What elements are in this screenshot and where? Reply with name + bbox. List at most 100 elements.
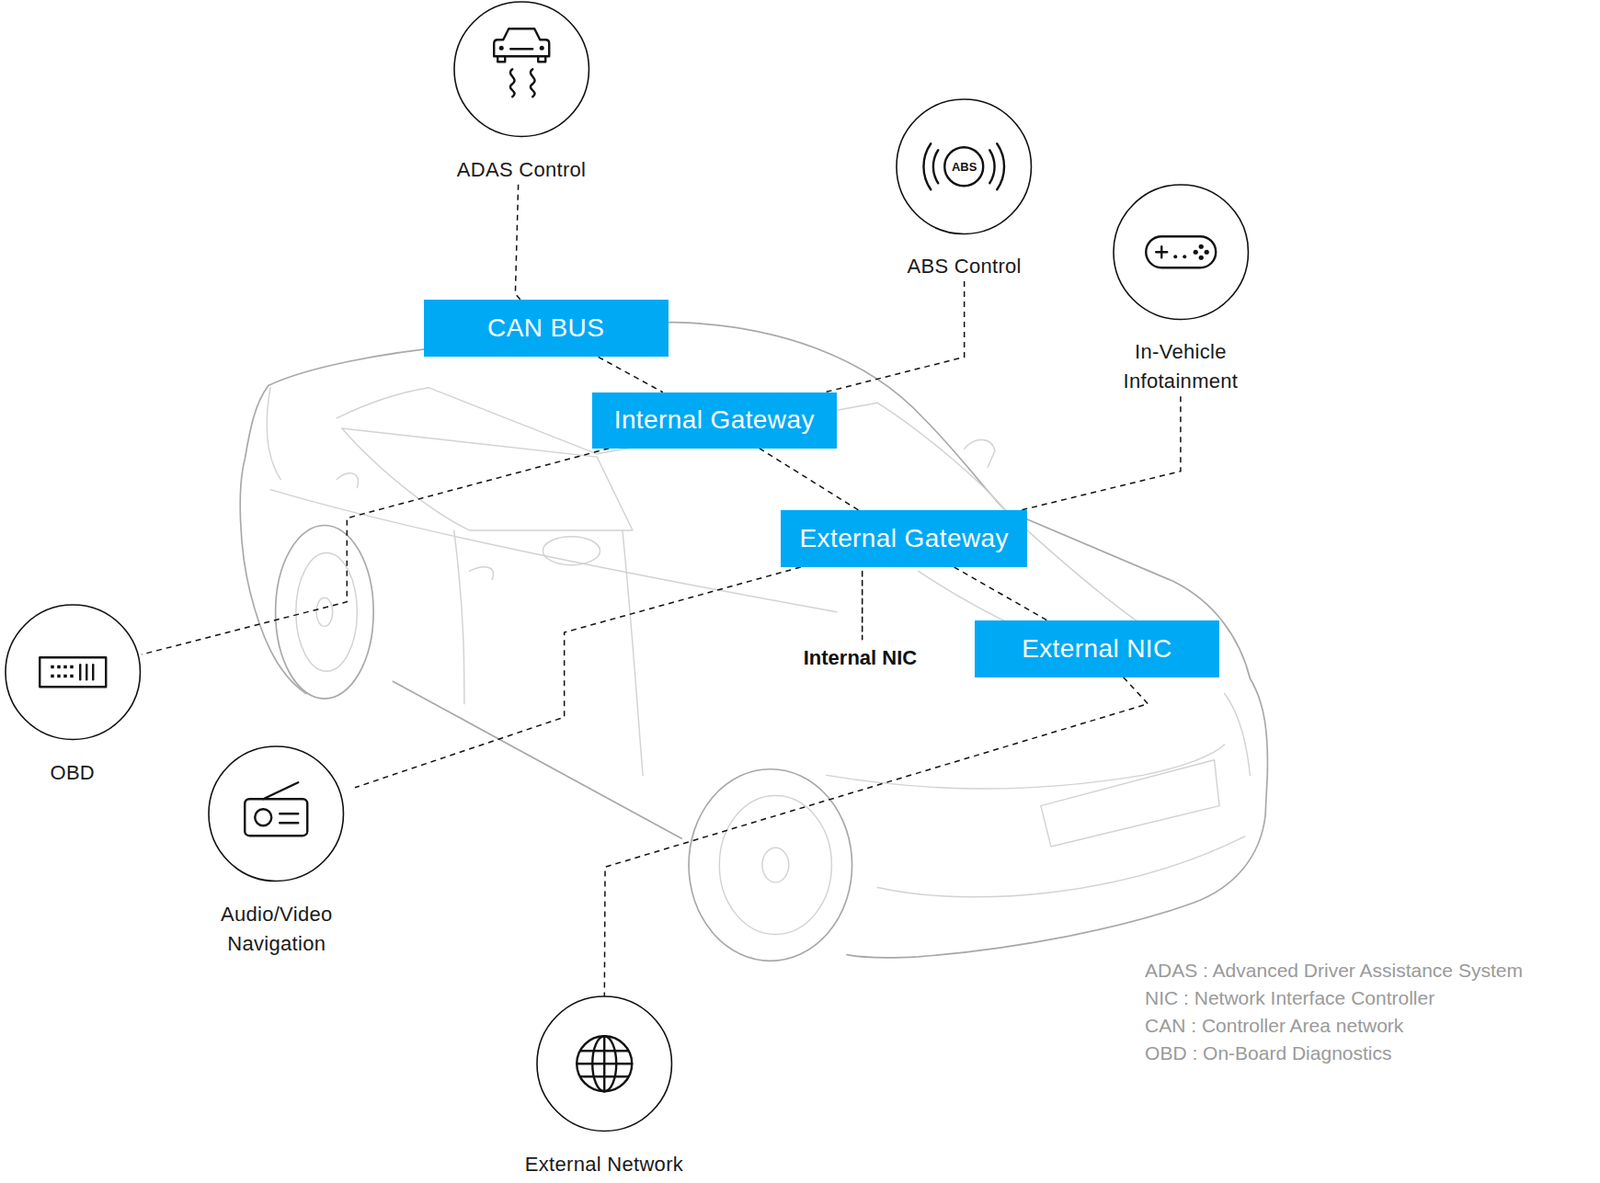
dashed-connector xyxy=(354,567,801,789)
icon-stroke xyxy=(263,783,299,800)
icon-group xyxy=(208,746,343,881)
label-block: ADAS Control xyxy=(457,155,587,185)
icon-dot xyxy=(63,674,68,679)
icon-dot xyxy=(1203,249,1209,254)
car-outline xyxy=(877,836,1245,898)
icon-group xyxy=(1113,184,1248,320)
car-outline xyxy=(964,440,995,469)
icon-dot xyxy=(69,665,74,670)
node-label: Audio/Video Navigation xyxy=(200,900,354,960)
car-outline xyxy=(1040,760,1220,847)
node-circle xyxy=(454,1,589,137)
car-outline xyxy=(622,530,643,776)
car-outline xyxy=(336,473,358,489)
icon-circle-node: OBD xyxy=(3,605,142,788)
car-outline xyxy=(877,402,1006,511)
car-outline xyxy=(336,388,597,455)
icon-stroke xyxy=(945,147,984,186)
icon-stroke xyxy=(91,664,94,680)
icon-stroke xyxy=(85,664,88,680)
car-outline xyxy=(240,322,1268,962)
legend-text: CAN : Controller Area network xyxy=(1144,1015,1404,1038)
car-outline xyxy=(1224,694,1251,777)
icon-group xyxy=(454,1,589,137)
circle-outline xyxy=(452,0,591,138)
legend-text: ADAS : Advanced Driver Assistance System xyxy=(1144,960,1523,983)
dashed-connector xyxy=(598,356,663,392)
gateway-box: External Gateway xyxy=(780,510,1027,568)
car-outline xyxy=(342,428,633,531)
legend-text: OBD : On-Board Diagnostics xyxy=(1144,1042,1392,1065)
label-block: Audio/Video Navigation xyxy=(200,900,354,960)
icon-stroke xyxy=(530,68,536,97)
leader-line xyxy=(861,571,864,640)
car-outline xyxy=(316,597,333,627)
icon-dot xyxy=(1182,254,1187,259)
dashed-connector xyxy=(141,448,609,655)
car-outline xyxy=(275,525,375,699)
icon-stroke xyxy=(255,810,273,827)
car-outline xyxy=(542,537,600,566)
icon-stroke xyxy=(1155,246,1167,258)
label-block: ABS Control xyxy=(906,251,1021,282)
node-circle xyxy=(537,996,672,1132)
car-outline xyxy=(240,385,307,694)
icon-dot xyxy=(63,665,68,670)
dashed-connector xyxy=(1021,396,1181,511)
dashed-connector xyxy=(954,567,1048,621)
box-label: Internal Gateway xyxy=(614,404,815,436)
icon-dot xyxy=(50,665,55,670)
icon-stroke xyxy=(1145,236,1216,268)
car-outline xyxy=(688,769,853,962)
circle-outline xyxy=(535,994,674,1133)
icon-dot xyxy=(1192,249,1198,254)
car-outline xyxy=(762,847,789,883)
box-label: External NIC xyxy=(1021,633,1173,665)
node-label: ABS Control xyxy=(906,251,1021,282)
car-outline xyxy=(454,530,465,705)
icon-dot xyxy=(1173,254,1178,259)
icon-stroke xyxy=(576,1036,632,1092)
icon-dot xyxy=(69,674,74,679)
icon-dot xyxy=(57,665,61,670)
icon-stroke xyxy=(576,1036,632,1092)
car-drawing xyxy=(240,322,1268,962)
car-outline xyxy=(266,388,1250,936)
legend-text: NIC : Network Interface Controller xyxy=(1144,987,1435,1010)
icon-text: ABS xyxy=(951,159,977,173)
circle-outline xyxy=(206,744,345,883)
gateway-box: Internal Gateway xyxy=(592,392,837,449)
icon-stroke xyxy=(245,800,309,837)
icon-stroke xyxy=(79,664,81,680)
gateway-box: CAN BUS xyxy=(423,299,669,357)
car-outline xyxy=(826,744,1225,789)
node-circle xyxy=(208,746,343,881)
car-outline xyxy=(266,388,281,480)
icon-group xyxy=(537,996,672,1132)
dashed-connector xyxy=(514,184,521,301)
icon-stroke xyxy=(924,143,939,190)
node-label: In-Vehicle Infotainment xyxy=(1104,337,1258,397)
node-circle xyxy=(1113,184,1248,320)
icon-stroke xyxy=(497,48,546,62)
icon-dot xyxy=(1198,254,1203,260)
car-outline xyxy=(268,322,1269,959)
box-label: External Gateway xyxy=(799,523,1008,555)
node-label: OBD xyxy=(49,758,95,789)
icon-stroke xyxy=(510,68,515,97)
dashed-connector xyxy=(604,677,1148,997)
icon-group xyxy=(5,605,140,740)
icon-dot xyxy=(499,45,504,51)
icon-circle-node: External Network xyxy=(523,996,686,1179)
icon-circle-node: Audio/Video Navigation xyxy=(198,746,355,959)
box-label: CAN BUS xyxy=(487,312,605,344)
label-block: In-Vehicle Infotainment xyxy=(1104,337,1258,397)
icon-circle-node: In-Vehicle Infotainment xyxy=(1102,184,1259,397)
icon-stroke xyxy=(990,143,1006,190)
icon-stroke xyxy=(280,814,299,824)
icon-dot xyxy=(539,45,545,51)
icon-dot xyxy=(1198,243,1203,249)
car-outline xyxy=(392,681,682,839)
icon-stroke xyxy=(493,28,549,57)
